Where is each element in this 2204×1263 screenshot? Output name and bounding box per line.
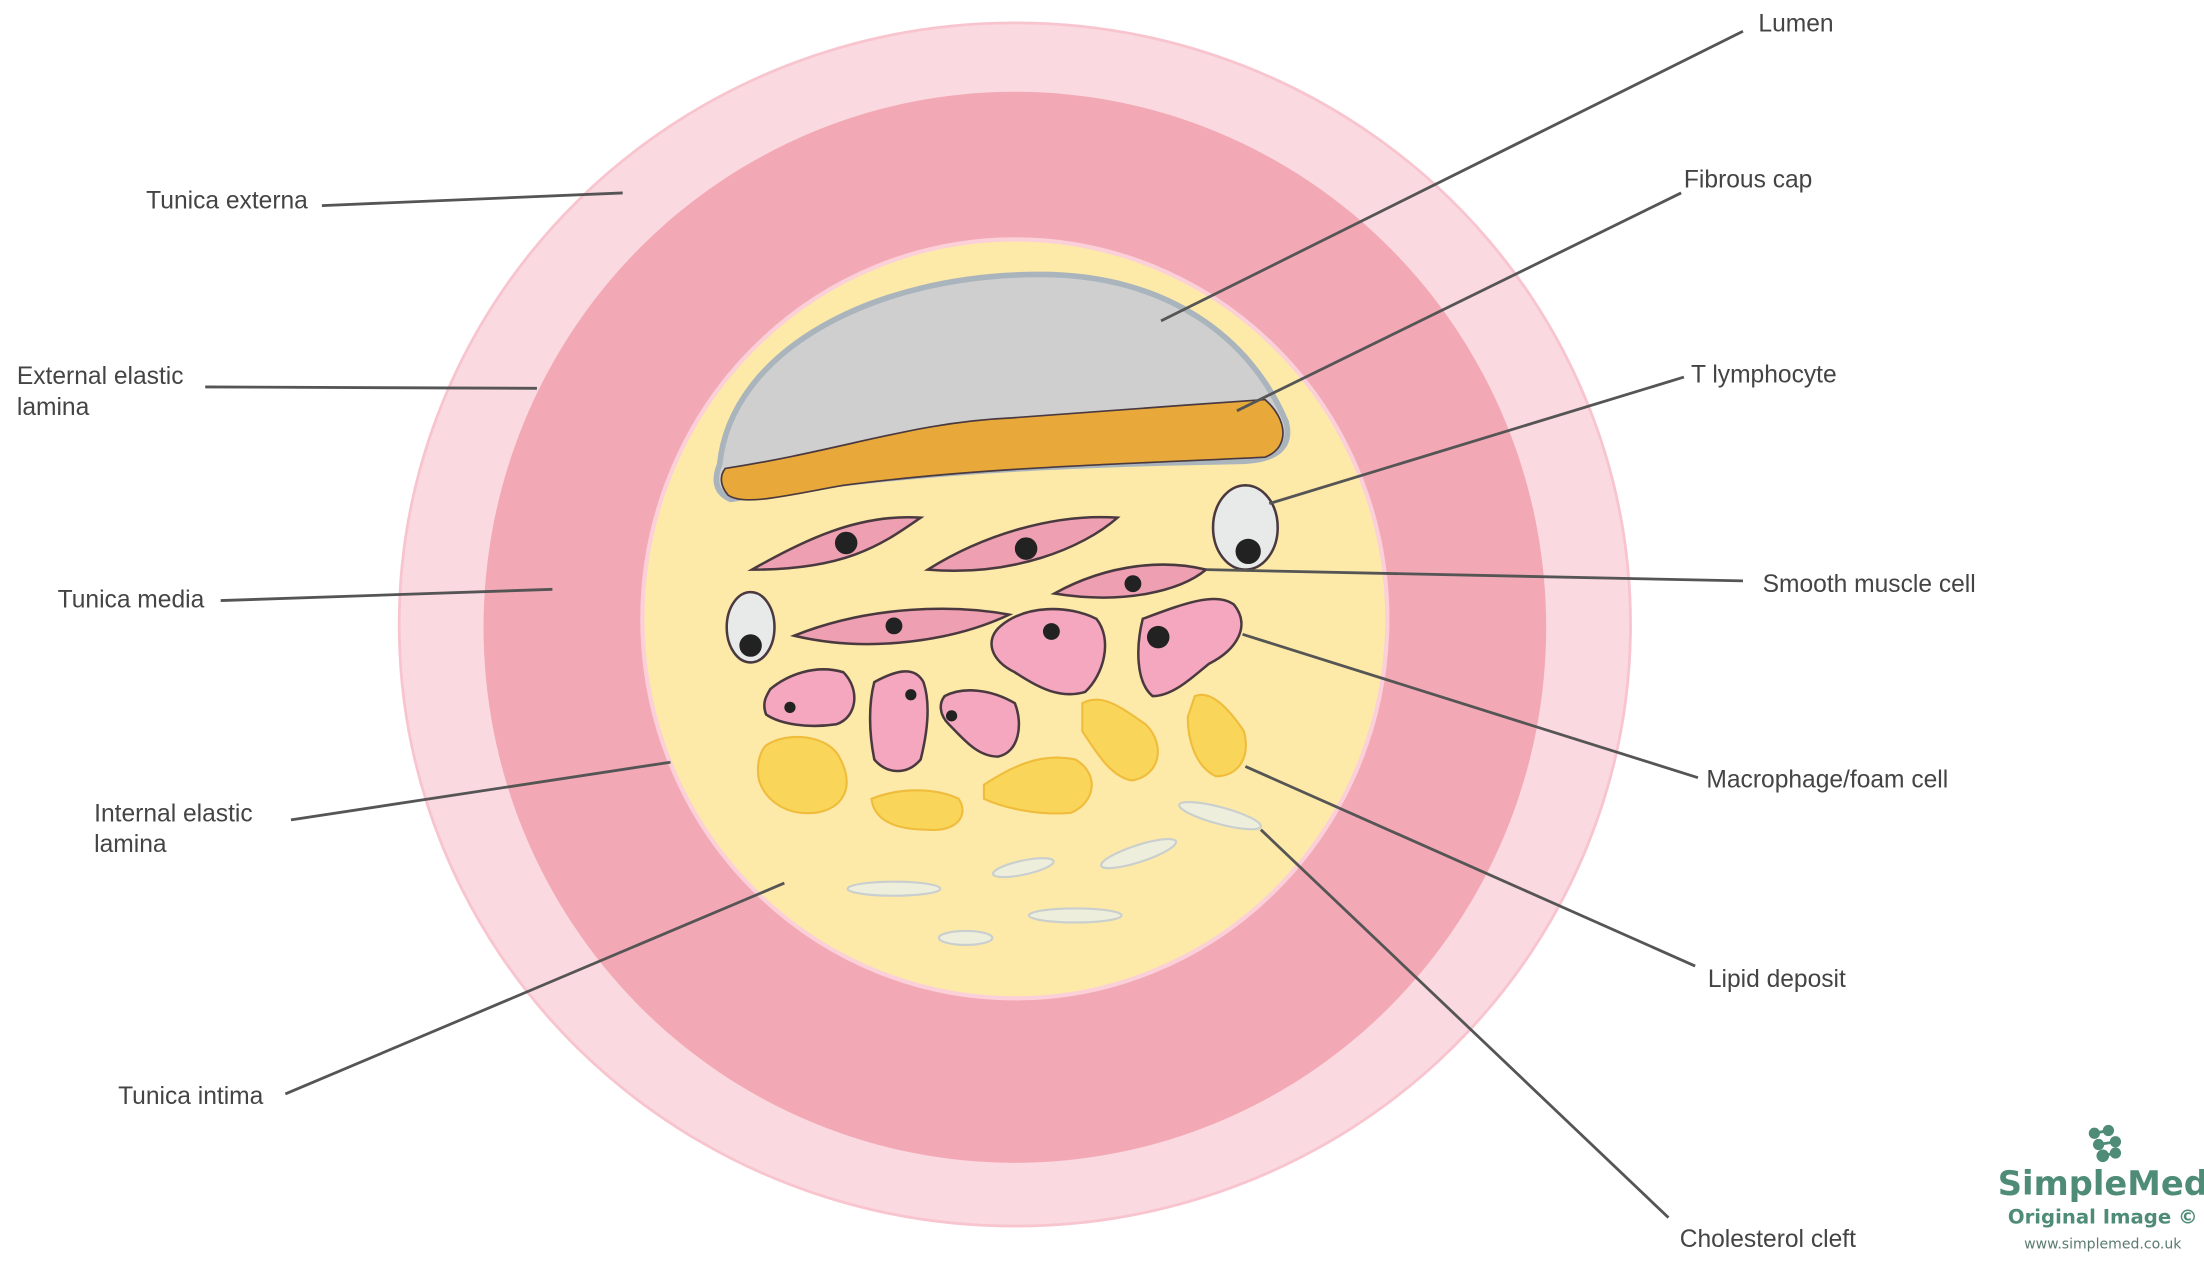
simplemed-logo: SimpleMed Original Image © www.simplemed…: [1998, 1124, 2204, 1253]
logo-tagline: Original Image ©: [2008, 1205, 2198, 1228]
label-tunica-media: Tunica media: [58, 587, 205, 614]
label-fibrous-cap: Fibrous cap: [1684, 166, 1812, 193]
smooth-muscle-cells: [747, 515, 1209, 646]
molecule-icon: [2088, 1124, 2122, 1163]
label-internal-elastic-lamina-1: Internal elastic: [94, 800, 252, 827]
label-t-lymphocyte: T lymphocyte: [1691, 362, 1837, 389]
leader-lines: [205, 30, 1744, 1219]
label-macrophage: Macrophage/foam cell: [1706, 767, 1948, 794]
logo-brand: SimpleMed: [1998, 1164, 2204, 1203]
lipid-deposits: [756, 693, 1247, 831]
label-external-elastic-lamina-1: External elastic: [17, 363, 184, 390]
label-external-elastic-lamina-2: lamina: [17, 394, 90, 421]
label-smooth-muscle-cell: Smooth muscle cell: [1763, 571, 1976, 598]
fibrous-cap: [720, 398, 1284, 501]
t-lymphocytes: [725, 484, 1279, 664]
label-tunica-intima: Tunica intima: [118, 1083, 264, 1110]
cholesterol-clefts: [846, 800, 1262, 947]
logo-url: www.simplemed.co.uk: [2024, 1237, 2182, 1253]
label-internal-elastic-lamina-2: lamina: [94, 831, 167, 858]
label-lumen: Lumen: [1758, 10, 1833, 37]
label-tunica-externa: Tunica externa: [146, 187, 308, 214]
label-cholesterol-cleft: Cholesterol cleft: [1680, 1226, 1856, 1253]
label-lipid-deposit: Lipid deposit: [1708, 966, 1846, 993]
macrophage-foam-cells: [763, 597, 1243, 773]
